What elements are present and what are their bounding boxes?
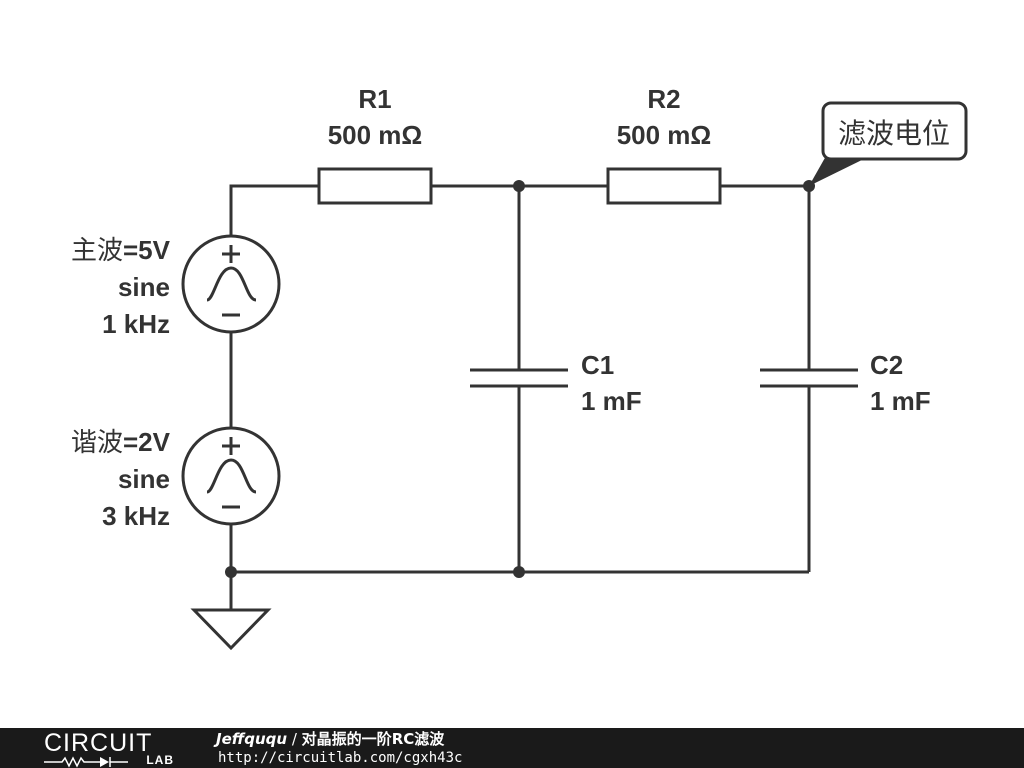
v2-amplitude: =2V [123, 427, 171, 457]
net-label-text: 滤波电位 [838, 117, 950, 150]
sine-wave-icon [206, 458, 257, 494]
wire-left-top [229, 184, 319, 238]
logo-brand-bottom: LAB [146, 753, 174, 767]
resistor-r2[interactable] [606, 167, 722, 205]
footer-bar: CIRCUIT LAB Jeffququ / 对晶振的一阶RC滤波 http:/… [0, 728, 1024, 768]
ground-icon[interactable] [190, 608, 272, 651]
v1-name: 主波 [71, 236, 123, 266]
circuit-schematic: 滤波电位 R1 500 mΩ R2 500 mΩ C1 1 mF C2 1 mF… [71, 84, 968, 651]
sine-wave-icon [206, 266, 257, 302]
footer-circuit-title[interactable]: 对晶振的一阶RC滤波 [302, 730, 445, 748]
logo-brand-top: CIRCUIT [44, 729, 153, 757]
footer-title-part3: 滤波 [414, 730, 445, 748]
c1-value: 1 mF [581, 386, 642, 416]
capacitor-c1[interactable] [470, 368, 568, 388]
footer-separator: / [287, 730, 302, 748]
circuitlab-logo[interactable]: CIRCUIT LAB [44, 729, 174, 768]
footer-url-link[interactable]: http://circuitlab.com/cgxh43c [218, 750, 463, 766]
v1-frequency: 1 kHz [102, 309, 170, 339]
v2-label: 谐波=2V [71, 427, 171, 458]
c2-value: 1 mF [870, 386, 931, 416]
voltage-source-v2-body [181, 426, 281, 526]
voltage-source-v2[interactable] [181, 426, 281, 526]
v1-amplitude: =5V [123, 235, 171, 265]
resistor-diode-icon [44, 756, 128, 768]
r1-name: R1 [358, 84, 391, 114]
voltage-source-v1[interactable] [181, 234, 281, 334]
junction-dot [513, 180, 525, 192]
v2-waveform: sine [118, 464, 170, 494]
junction-dot [225, 566, 237, 578]
wires [229, 184, 811, 610]
net-label-flag[interactable]: 滤波电位 [809, 101, 968, 186]
footer-info: Jeffququ / 对晶振的一阶RC滤波 http://circuitlab.… [216, 730, 462, 767]
c1-name: C1 [581, 350, 614, 380]
capacitor-c2[interactable] [760, 368, 858, 388]
junction-dot [513, 566, 525, 578]
resistor-r1[interactable] [317, 167, 433, 205]
v1-label: 主波=5V [71, 235, 171, 266]
r1-value: 500 mΩ [328, 120, 423, 150]
c2-name: C2 [870, 350, 903, 380]
r2-value: 500 mΩ [617, 120, 712, 150]
v2-name: 谐波 [71, 428, 123, 458]
footer-title-part2: RC [391, 730, 415, 748]
v1-waveform: sine [118, 272, 170, 302]
r2-name: R2 [647, 84, 680, 114]
net-label-box [821, 101, 968, 161]
footer-title-part1: 对晶振的一阶 [301, 730, 392, 748]
v2-frequency: 3 kHz [102, 501, 170, 531]
footer-author-link[interactable]: Jeffququ [216, 730, 288, 748]
voltage-source-v1-body [181, 234, 281, 334]
net-label-pointer [809, 156, 870, 186]
